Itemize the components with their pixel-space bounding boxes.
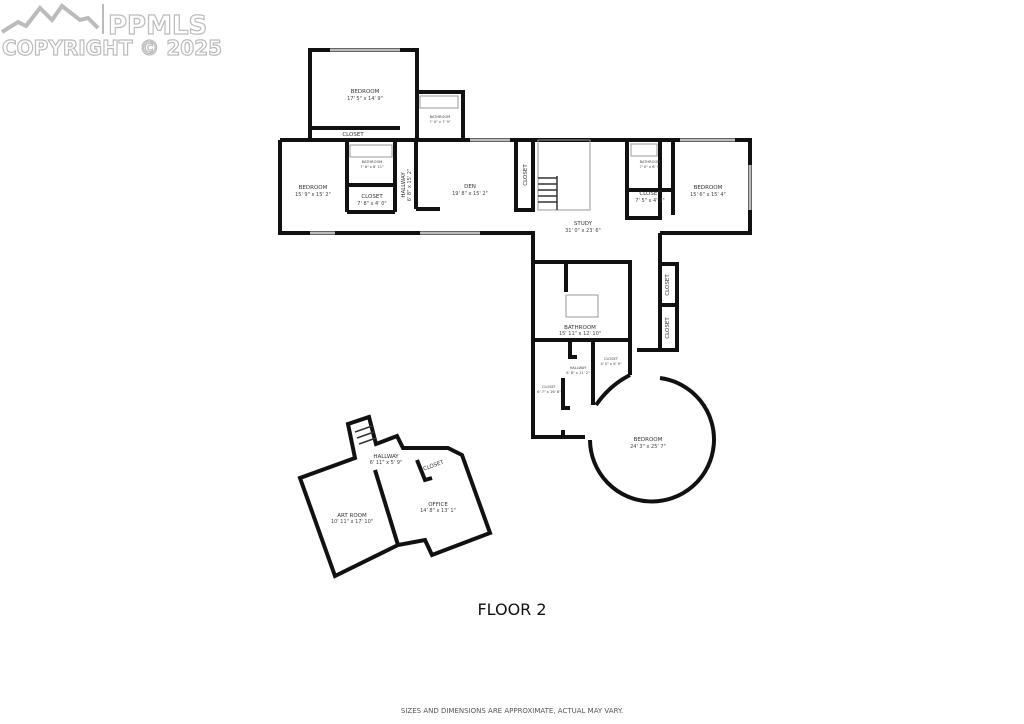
closet-left-dim: 7' 8" x 4' 0" <box>357 201 386 207</box>
bedroom-right-name: BEDROOM <box>694 185 723 191</box>
hallway-annex-dim: 6' 11" x 5' 9" <box>370 460 403 466</box>
closet-r1-name: CLOSET <box>665 274 671 296</box>
hallway-annex-name: HALLWAY <box>373 454 399 460</box>
hallway-mid-name: HALLWAY <box>570 366 587 370</box>
closet-right-name: CLOSET <box>639 191 661 197</box>
bath-right-dim: 7' 0" x 6' 9" <box>639 165 660 169</box>
closet-top-name: CLOSET <box>342 132 364 138</box>
ppmls-watermark-logo: PPMLS COPYRIGHT © 2025 <box>0 3 223 61</box>
floor-title: FLOOR 2 <box>477 600 546 619</box>
bedroom-top-name: BEDROOM <box>351 89 380 95</box>
bath-right-name: BATHROOM <box>640 160 661 164</box>
closet-low-name: CLOSET <box>542 385 557 389</box>
bath-left-dim: 7' 6" x 8' 11" <box>360 165 384 169</box>
disclaimer: SIZES AND DIMENSIONS ARE APPROXIMATE, AC… <box>401 707 623 715</box>
closet-right-dim: 7' 5" x 4' 2" <box>635 198 664 204</box>
den-name: DEN <box>464 184 476 190</box>
hallway-left-dim: 6' 8" x 15' 2" <box>407 169 413 202</box>
art-room-dim: 10' 11" x 17' 10" <box>331 519 373 525</box>
office-dim: 14' 8" x 13' 1" <box>420 508 456 514</box>
art-room-name: ART ROOM <box>337 513 367 519</box>
watermark-copyright: COPYRIGHT © 2025 <box>2 36 222 60</box>
bedroom-round-name: BEDROOM <box>634 437 663 443</box>
bedroom-right-dim: 15' 6" x 15' 4" <box>690 192 726 198</box>
study-name: STUDY <box>574 221 593 227</box>
hallway-left-name: HALLWAY <box>401 172 407 198</box>
den-dim: 19' 8" x 15' 2" <box>452 191 488 197</box>
closet-annex-name: CLOSET <box>423 459 446 472</box>
watermark-brand: PPMLS <box>108 11 207 41</box>
bathroom-main-dim: 15' 11" x 12' 10" <box>559 331 601 337</box>
closet-left-name: CLOSET <box>361 194 383 200</box>
bathroom-main-name: BATHROOM <box>564 325 596 331</box>
closet-mid-dim: 4' 0" x 6' 9" <box>600 362 621 366</box>
bath-left-name: BATHROOM <box>362 160 383 164</box>
bedroom-top-dim: 17' 5" x 14' 9" <box>347 96 383 102</box>
walls <box>278 48 752 504</box>
closet-r2-name: CLOSET <box>665 317 671 339</box>
closet-den-name: CLOSET <box>523 164 529 186</box>
closet-low-dim: 6' 7" x 16' 8" <box>537 390 561 394</box>
closet-mid-name: CLOSET <box>604 357 619 361</box>
bath-top-name: BATHROOM <box>430 115 451 119</box>
hallway-mid-dim: 6' 8" x 11' 2" <box>566 371 590 375</box>
bath-top-dim: 7' 0" x 7' 9" <box>429 120 450 124</box>
office-name: OFFICE <box>428 502 448 508</box>
bedroom-left-dim: 15' 9" x 15' 2" <box>295 192 331 198</box>
bedroom-left-name: BEDROOM <box>299 185 328 191</box>
room-labels: BEDROOM 17' 5" x 14' 9" BATHROOM 7' 0" x… <box>295 89 726 525</box>
study-dim: 31' 0" x 23' 6" <box>565 228 601 234</box>
bedroom-round-dim: 24' 3" x 25' 7" <box>630 444 666 450</box>
annex-walls <box>297 414 493 579</box>
